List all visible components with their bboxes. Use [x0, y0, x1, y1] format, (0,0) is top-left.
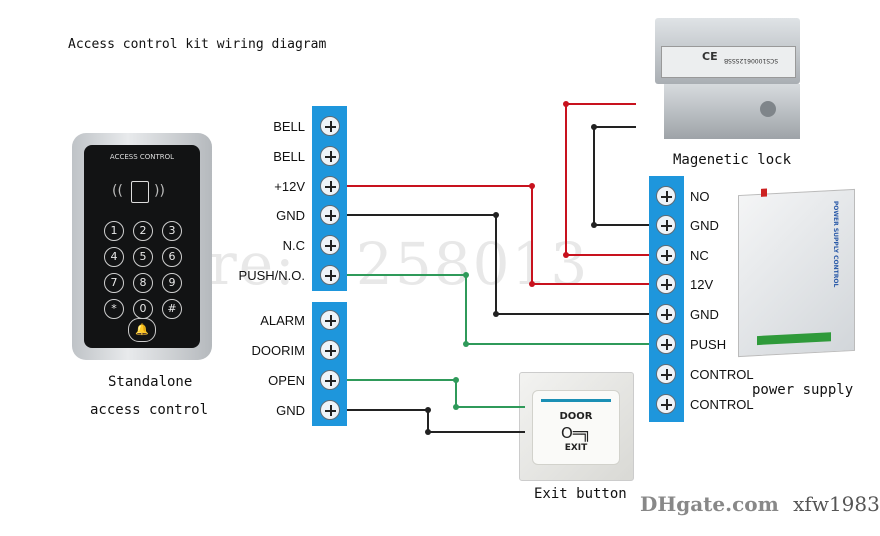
terminal-screw-icon: [320, 370, 340, 390]
key-5: 5: [133, 247, 153, 267]
exit-button: DOOR O═╗ EXIT: [532, 390, 620, 465]
terminal-screw-icon: [320, 400, 340, 420]
rfid-card-icon: [131, 181, 149, 203]
wire-open-green: [344, 379, 525, 408]
lock-bracket: [664, 84, 800, 139]
terminal-screw-icon: [656, 215, 676, 235]
terminal-screw-icon: [320, 116, 340, 136]
power-supply-caption: power supply: [752, 382, 854, 398]
dhgate-logo: DHgate.com: [640, 492, 779, 516]
terminal-label-doorim: DOORIM: [251, 343, 305, 358]
wire-joint-green-1: [463, 272, 469, 278]
wire-joint-green-4: [453, 404, 459, 410]
key-7: 7: [104, 273, 124, 293]
wire-gnd-black: [344, 214, 652, 315]
terminal-screw-icon: [320, 310, 340, 330]
wire-lock-black: [593, 126, 652, 226]
terminal-label-gnd-2: GND: [276, 403, 305, 418]
terminal-strip-top-left: [312, 106, 347, 291]
key-3: 3: [162, 221, 182, 241]
terminal-strip-right: [649, 176, 684, 422]
terminal-screw-icon: [320, 205, 340, 225]
terminal-screw-icon: [656, 394, 676, 414]
wire-joint-green-3: [453, 377, 459, 383]
terminal-label-control-1: CONTROL: [690, 367, 754, 382]
ce-mark-icon: CE: [702, 50, 718, 63]
diagram-title: Access control kit wiring diagram: [68, 37, 327, 52]
terminal-screw-icon: [656, 334, 676, 354]
wire-joint-green-2: [463, 341, 469, 347]
lock-mount-hole: [760, 101, 776, 117]
seller-name: xfw1983: [793, 492, 880, 516]
bell-icon: 🔔: [128, 318, 156, 342]
lock-plate: CE SCS1000612SSSB: [661, 46, 796, 78]
terminal-label-bell-2: BELL: [273, 149, 305, 164]
terminal-label-nc-r: NC: [690, 248, 709, 263]
terminal-label-bell-1: BELL: [273, 119, 305, 134]
terminal-screw-icon: [656, 274, 676, 294]
wire-joint-black-4: [591, 222, 597, 228]
terminal-screw-icon: [656, 245, 676, 265]
terminal-label-nc: N.C: [282, 238, 305, 253]
exit-button-bar: [541, 399, 611, 402]
terminal-screw-icon: [320, 265, 340, 285]
wire-joint-red-1: [529, 183, 535, 189]
terminal-label-control-2: CONTROL: [690, 397, 754, 412]
terminal-label-push-r: PUSH: [690, 337, 727, 352]
terminal-label-12v-r: 12V: [690, 277, 714, 292]
exit-button-caption: Exit button: [534, 486, 627, 502]
terminal-label-12v: +12V: [274, 179, 305, 194]
key-9: 9: [162, 273, 182, 293]
terminal-screw-icon: [320, 146, 340, 166]
rfid-wave-left-icon: ((: [112, 183, 123, 199]
terminal-screw-icon: [656, 186, 676, 206]
terminal-screw-icon: [320, 340, 340, 360]
wire-joint-black-6: [425, 429, 431, 435]
key-star: *: [104, 299, 124, 319]
terminal-screw-icon: [320, 176, 340, 196]
key-6: 6: [162, 247, 182, 267]
wire-12v-red: [344, 185, 652, 285]
wire-exit-gnd-black: [344, 409, 525, 433]
terminal-label-open: OPEN: [268, 373, 305, 388]
keypad-caption-line1: Standalone: [108, 374, 193, 390]
wire-joint-black-5: [425, 407, 431, 413]
terminal-label-gnd-r1: GND: [690, 218, 719, 233]
wire-joint-red-3: [563, 101, 569, 107]
wire-joint-black-1: [493, 212, 499, 218]
key-4: 4: [104, 247, 124, 267]
keypad-caption-line2: access control: [90, 402, 209, 418]
wire-joint-black-2: [493, 311, 499, 317]
terminal-screw-icon: [656, 304, 676, 324]
terminal-label-push-no: PUSH/N.O.: [238, 268, 305, 283]
exit-exit-text: EXIT: [564, 443, 588, 453]
magnetic-lock-body: CE SCS1000612SSSB: [655, 18, 800, 84]
key-1: 1: [104, 221, 124, 241]
wire-push-green: [344, 274, 652, 345]
lock-caption: Magenetic lock: [673, 152, 792, 168]
access-control-keypad: ACCESS CONTROL (( )) 1 2 3 4 5 6 7 8 9 *…: [72, 133, 212, 360]
terminal-label-gnd: GND: [276, 208, 305, 223]
wire-joint-red-2: [529, 281, 535, 287]
keypad-panel: ACCESS CONTROL (( )) 1 2 3 4 5 6 7 8 9 *…: [84, 145, 200, 348]
dhgate-watermark: DHgate.com xfw1983: [640, 492, 880, 516]
wire-joint-red-4: [563, 252, 569, 258]
terminal-label-alarm: ALARM: [260, 313, 305, 328]
key-8: 8: [133, 273, 153, 293]
exit-button-plate: DOOR O═╗ EXIT: [519, 372, 634, 481]
exit-door-text: DOOR: [559, 411, 593, 422]
rfid-wave-right-icon: )): [154, 183, 165, 199]
terminal-label-no: NO: [690, 189, 710, 204]
wire-lock-red: [565, 103, 652, 256]
terminal-screw-icon: [320, 235, 340, 255]
keypad-panel-title: ACCESS CONTROL: [109, 153, 175, 161]
key-icon: O═╗: [561, 424, 591, 442]
terminal-label-gnd-r2: GND: [690, 307, 719, 322]
wire-joint-black-3: [591, 124, 597, 130]
terminal-screw-icon: [656, 364, 676, 384]
key-2: 2: [133, 221, 153, 241]
key-hash: #: [162, 299, 182, 319]
